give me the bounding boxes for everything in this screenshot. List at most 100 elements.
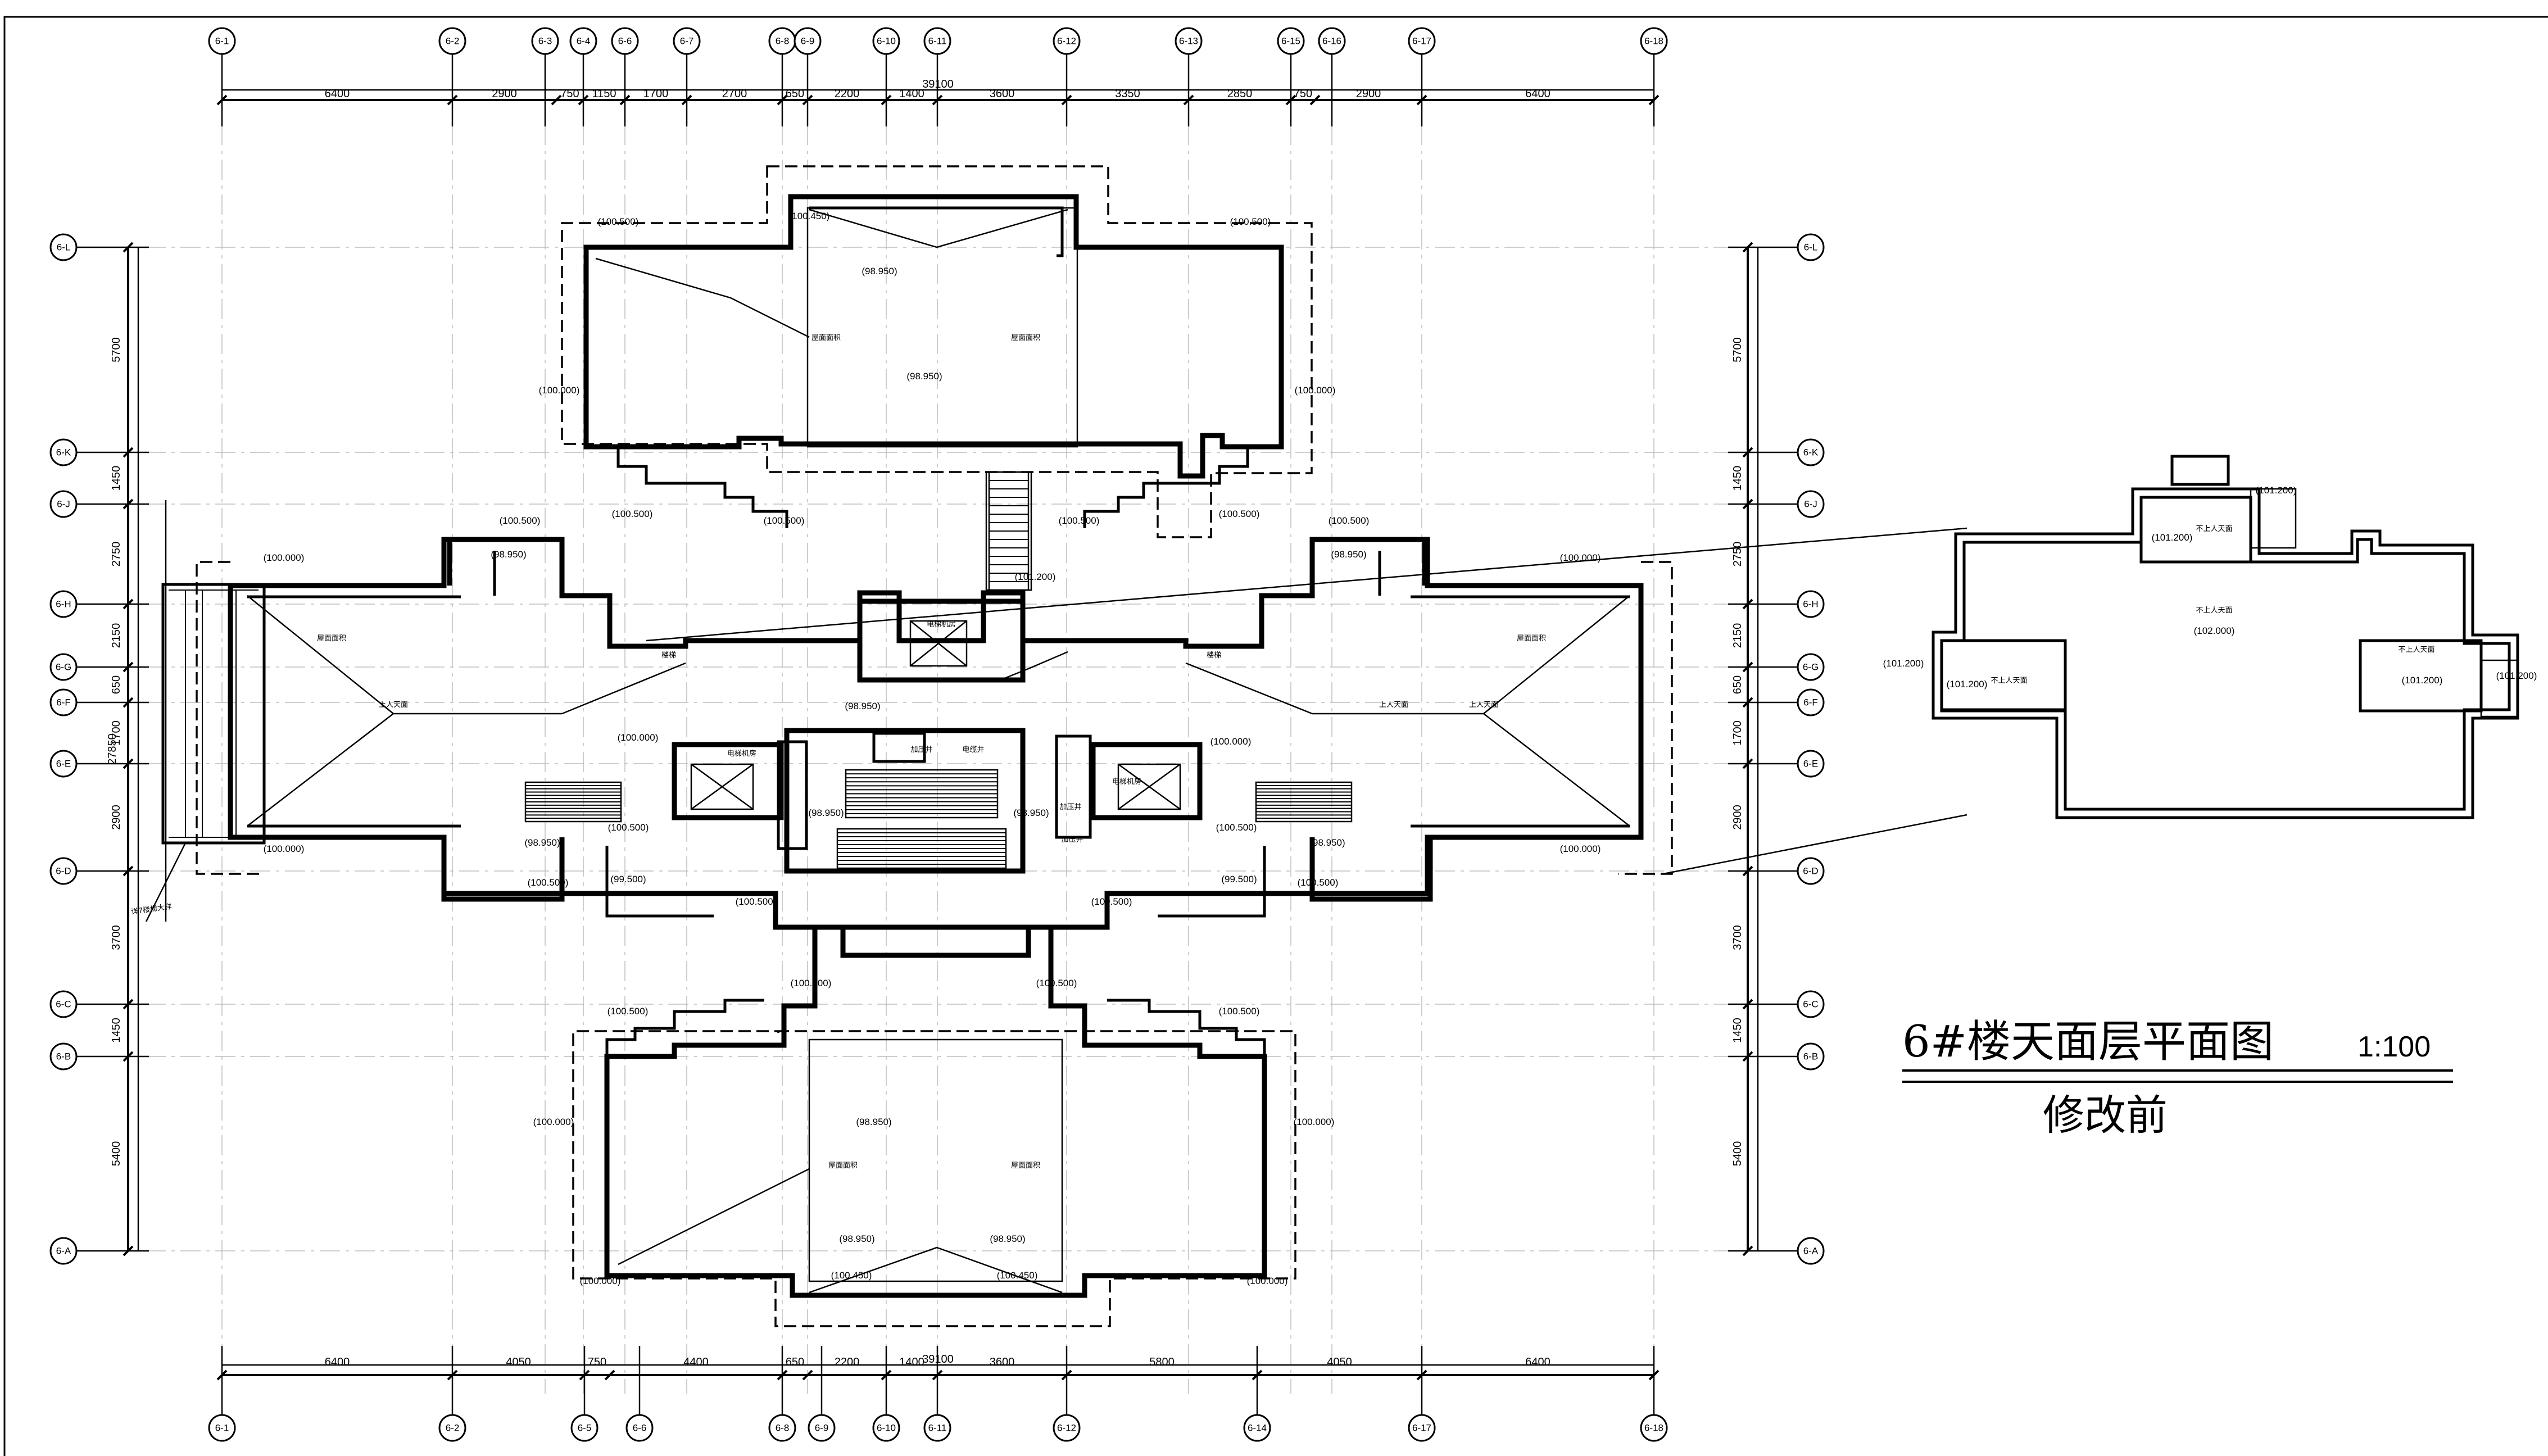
axis-left-6-C-circle (49, 990, 78, 1018)
core-left-shaft-x (691, 763, 754, 810)
east-extension (1618, 561, 1673, 875)
axis-left-6-H-circle (49, 590, 78, 618)
dim-top-seg-2: 750 (560, 88, 579, 100)
axis-top-6-16: 6-16 (1318, 27, 1346, 55)
shaft-cross (910, 620, 967, 666)
axis-bottom-6-8: 6-8 (768, 1414, 796, 1442)
level-w-wing-edge: (100.000) (264, 552, 305, 563)
dim-bottom-tick-1 (447, 1369, 458, 1381)
room-stair-w: 楼梯 (661, 651, 676, 660)
axis-top-6-11-circle (923, 27, 951, 55)
axis-bottom-6-12: 6-12 (1053, 1414, 1081, 1442)
drawing-status: 修改前 (2043, 1091, 2168, 1140)
level-e-wing-edge: (100.000) (1560, 552, 1601, 563)
main-body-outer-wall (228, 537, 1644, 930)
axis-bottom-6-6: 6-6 (625, 1414, 654, 1442)
dim-top-seg-13: 2900 (1356, 88, 1381, 100)
dim-bottom-seg-2: 750 (588, 1356, 606, 1368)
room-pump-2: 加压井 (1059, 803, 1081, 811)
axis-right-6-F: 6-F (1797, 688, 1825, 716)
axis-top-6-11: 6-11 (923, 27, 951, 55)
level-w-bottom-5: (100.500) (736, 896, 777, 907)
dim-left-tick-6 (123, 758, 134, 769)
axis-left-6-K-circle (49, 438, 78, 466)
dim-bottom-total: 39100 (922, 1353, 954, 1366)
axis-left-6-E: 6-E (49, 750, 78, 778)
dim-right-tick-3 (1742, 598, 1753, 610)
axis-right-6-H-label: 6-H (1803, 599, 1818, 610)
axis-left-6-L: 6-L (49, 233, 78, 261)
axis-bottom-6-14-label: 6-14 (1248, 1423, 1267, 1434)
core-pump-left (872, 732, 926, 763)
axis-bottom-6-5-circle (570, 1414, 599, 1442)
inset-level-6: (101.200) (2402, 675, 2443, 686)
dim-bottom-seg-10: 6400 (1525, 1356, 1550, 1368)
dim-right-seg-2: 2750 (1731, 542, 1744, 567)
level-core-right: (98.950) (1013, 808, 1049, 818)
axis-right-6-G-label: 6-G (1803, 662, 1819, 673)
axis-bottom-6-12-label: 6-12 (1057, 1423, 1076, 1434)
nw-bay (447, 537, 565, 586)
dim-left-seg-0: 5700 (110, 337, 123, 362)
axis-right-6-C: 6-C (1797, 990, 1825, 1018)
axis-bottom-6-2-label: 6-2 (446, 1423, 460, 1434)
room-upper-roof-e2: 上人天面 (1469, 701, 1498, 709)
dim-right-seg-5: 1700 (1731, 720, 1744, 746)
dim-right-seg-6: 2900 (1731, 805, 1744, 830)
axis-bottom-6-9-circle (808, 1414, 836, 1442)
inset-level-5: (101.200) (1947, 679, 1988, 690)
axis-left-6-A-label: 6-A (56, 1246, 71, 1257)
axis-right-6-D-circle (1797, 857, 1825, 885)
north-block-inner (809, 206, 1064, 257)
axis-top-6-13-label: 6-13 (1179, 36, 1198, 47)
dim-right-seg-3: 2150 (1731, 623, 1744, 648)
dim-top-seg-6: 650 (786, 88, 804, 100)
axis-top-6-6-circle (611, 27, 639, 55)
axis-top-6-3: 6-3 (531, 27, 559, 55)
stairs-hatch (524, 471, 1353, 869)
level-sw-corner: (100.000) (580, 1276, 621, 1286)
axis-right-6-K-label: 6-K (1803, 447, 1819, 458)
dim-left-tick-1 (123, 447, 134, 458)
level-w-bottom-1: (100.500) (608, 822, 649, 833)
axis-top-6-3-circle (531, 27, 559, 55)
axis-top-6-1: 6-1 (208, 27, 236, 55)
dim-right-tick-5 (1742, 697, 1753, 708)
dim-right-seg-9: 5400 (1731, 1141, 1744, 1167)
axis-left-6-G-label: 6-G (56, 662, 71, 673)
level-w-wing-top: (100.500) (500, 515, 541, 526)
dim-top-seg-14: 6400 (1525, 88, 1550, 100)
dim-top-seg-8: 1400 (899, 88, 924, 100)
dim-left-seg-5: 1700 (110, 720, 123, 746)
dim-bottom-seg-4: 650 (786, 1356, 804, 1368)
axis-top-6-18-label: 6-18 (1644, 36, 1663, 47)
dim-top-tick-2 (551, 94, 562, 106)
axis-left-6-A-circle (49, 1237, 78, 1265)
axis-bottom-6-18: 6-18 (1640, 1414, 1668, 1442)
dim-right-seg-4: 650 (1731, 675, 1744, 694)
axis-right-6-B: 6-B (1797, 1042, 1825, 1071)
dim-bottom-seg-7: 3600 (990, 1356, 1015, 1368)
elevator-shaft-x (909, 620, 968, 667)
level-nw-step: (100.500) (612, 509, 653, 519)
axis-top-6-11-label: 6-11 (928, 36, 947, 47)
dim-left-seg-6: 2900 (110, 805, 123, 830)
level-core-center: (98.950) (845, 701, 880, 711)
level-n-core-right: (100.500) (1059, 515, 1100, 526)
dim-left-total: 27850 (106, 733, 119, 765)
level-e-wing-top: (100.500) (1329, 515, 1370, 526)
axis-right-6-E-label: 6-E (1803, 759, 1818, 769)
dim-top-tick-9 (932, 94, 943, 106)
level-e-core-2: (100.000) (1210, 736, 1252, 747)
dim-top-tick-1 (447, 94, 458, 106)
dim-top-seg-9: 3600 (990, 88, 1015, 100)
dim-top-tick-7 (802, 94, 813, 106)
dim-top-tick-12 (1285, 94, 1296, 106)
axis-top-6-4: 6-4 (569, 27, 597, 55)
axis-left-6-A: 6-A (49, 1237, 78, 1265)
inset-leader-bottom (1663, 814, 1967, 875)
axis-top-6-12: 6-12 (1053, 27, 1081, 55)
axis-bottom-6-11: 6-11 (923, 1414, 951, 1442)
